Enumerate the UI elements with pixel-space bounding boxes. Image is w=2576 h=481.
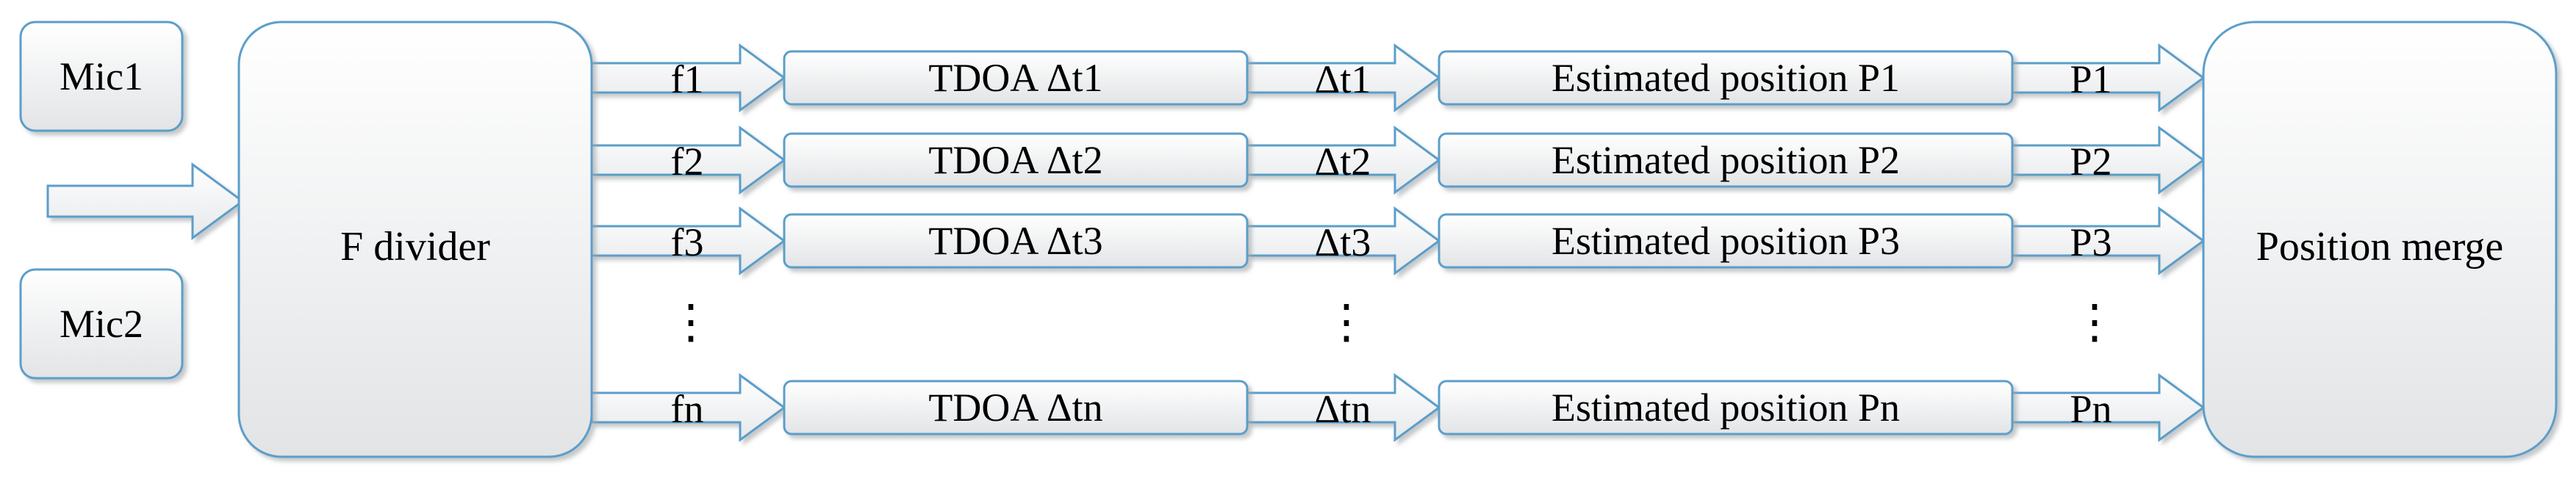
estimate-label: Estimated position P1: [1551, 56, 1900, 100]
f-divider-box: F divider: [237, 21, 593, 458]
input-arrow: [46, 162, 245, 240]
dt-arrow: [1246, 43, 1441, 112]
pos-arrow: [2011, 206, 2206, 275]
dt-label: Δt3: [1315, 220, 1371, 264]
arrow-layer: [46, 43, 2206, 442]
freq-label: f2: [671, 140, 704, 184]
mic1-box: Mic1: [19, 21, 184, 132]
pos-arrow: [2011, 126, 2206, 195]
pos-arrow: [2011, 43, 2206, 112]
tdoa-label: TDOA Δt3: [928, 219, 1102, 263]
estimate-box: Estimated position P2: [1438, 132, 2014, 188]
dt-arrow: [1246, 126, 1441, 195]
mic2-label: Mic2: [60, 302, 143, 346]
mic2-box: Mic2: [19, 268, 184, 380]
ellipsis-freq: ⋮: [667, 296, 714, 348]
tdoa-label: TDOA Δt1: [928, 56, 1102, 100]
pos-label: P2: [2070, 140, 2112, 184]
tdoa-box: TDOA Δt3: [783, 213, 1249, 269]
position-merge-box: Position merge: [2202, 21, 2558, 458]
estimate-label: Estimated position P3: [1551, 219, 1900, 263]
mic1-label: Mic1: [60, 54, 143, 98]
pos-arrow: [2011, 373, 2206, 442]
freq-label: f1: [671, 57, 704, 101]
freq-arrow: [590, 126, 786, 195]
f-divider-label: F divider: [340, 224, 490, 270]
position-merge-label: Position merge: [2256, 224, 2504, 270]
dt-label: Δtn: [1315, 387, 1371, 431]
tdoa-box: TDOA Δt1: [783, 50, 1249, 106]
pos-label: Pn: [2070, 387, 2112, 431]
tdoa-box: TDOA Δt2: [783, 132, 1249, 188]
tdoa-label: TDOA Δt2: [928, 138, 1102, 182]
estimate-label: Estimated position Pn: [1551, 386, 1900, 430]
dt-label: Δt2: [1315, 140, 1371, 184]
dt-arrow: [1246, 206, 1441, 275]
tdoa-label: TDOA Δtn: [928, 386, 1102, 430]
freq-label: fn: [671, 387, 704, 431]
pos-label: P3: [2070, 220, 2112, 264]
estimate-label: Estimated position P2: [1551, 138, 1900, 182]
freq-arrow: [590, 43, 786, 112]
estimate-box: Estimated position Pn: [1438, 380, 2014, 435]
estimate-box: Estimated position P3: [1438, 213, 2014, 269]
freq-arrow: [590, 206, 786, 275]
ellipsis-dt: ⋮: [1323, 296, 1370, 348]
ellipsis-pos: ⋮: [2071, 296, 2118, 348]
dt-label: Δt1: [1315, 57, 1371, 101]
pos-label: P1: [2070, 57, 2112, 101]
freq-label: f3: [671, 220, 704, 264]
dt-arrow: [1246, 373, 1441, 442]
estimate-box: Estimated position P1: [1438, 50, 2014, 106]
freq-arrow: [590, 373, 786, 442]
tdoa-box: TDOA Δtn: [783, 380, 1249, 435]
